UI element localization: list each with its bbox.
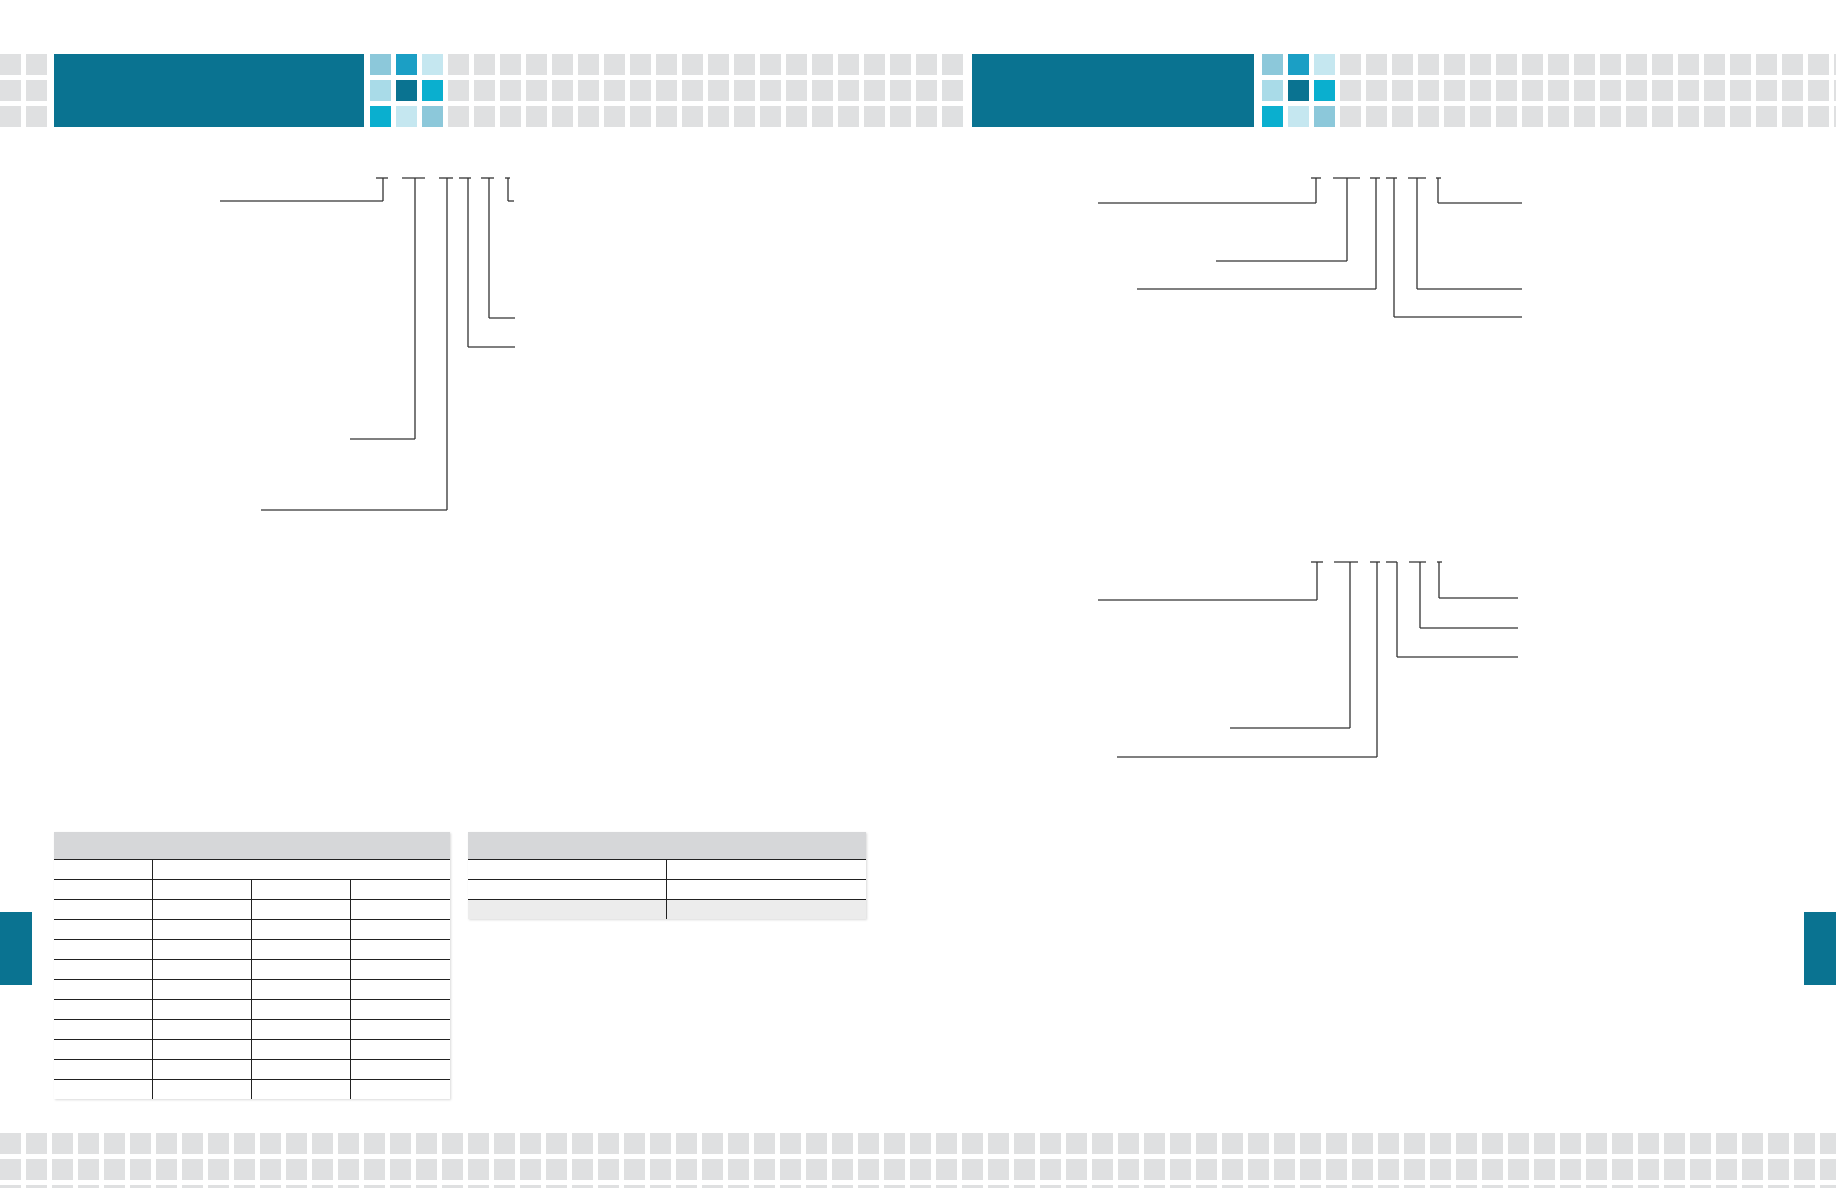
left-side-tab bbox=[0, 912, 32, 985]
top-pattern-right bbox=[1340, 54, 1836, 127]
table-cell bbox=[252, 1040, 351, 1059]
table-cell bbox=[351, 900, 450, 919]
table-cell bbox=[153, 1080, 252, 1099]
table-header bbox=[468, 832, 866, 859]
table-cell bbox=[153, 940, 252, 959]
table-cell bbox=[252, 1000, 351, 1019]
table-cell bbox=[54, 880, 153, 899]
table-cell bbox=[153, 1040, 252, 1059]
table-cell bbox=[54, 1020, 153, 1039]
table-row bbox=[468, 880, 866, 900]
table-row bbox=[54, 1040, 450, 1060]
table-row bbox=[54, 1000, 450, 1020]
table-cell bbox=[54, 920, 153, 939]
table-cell bbox=[153, 980, 252, 999]
table-row bbox=[54, 1060, 450, 1080]
table-row bbox=[54, 859, 450, 880]
table-cell bbox=[54, 860, 153, 879]
table-cell bbox=[351, 960, 450, 979]
left-small-table bbox=[468, 832, 866, 919]
right-side-tab bbox=[1804, 912, 1836, 985]
table-cell bbox=[54, 980, 153, 999]
left-code-diagram bbox=[220, 177, 515, 511]
table-cell bbox=[153, 860, 450, 879]
table-cell bbox=[54, 1060, 153, 1079]
table-row bbox=[54, 980, 450, 1000]
table-row bbox=[54, 880, 450, 900]
table-cell bbox=[351, 1080, 450, 1099]
table-cell bbox=[252, 960, 351, 979]
table-header bbox=[54, 832, 450, 859]
table-cell bbox=[252, 1020, 351, 1039]
table-cell bbox=[252, 980, 351, 999]
table-cell bbox=[153, 1020, 252, 1039]
table-cell bbox=[54, 1080, 153, 1099]
right-page-header bbox=[972, 54, 1254, 127]
table-cell bbox=[351, 1020, 450, 1039]
table-cell bbox=[351, 1040, 450, 1059]
table-cell bbox=[252, 900, 351, 919]
table-cell bbox=[667, 860, 866, 879]
table-cell bbox=[351, 980, 450, 999]
table-cell bbox=[153, 900, 252, 919]
left-main-table bbox=[54, 832, 450, 1099]
table-cell bbox=[252, 880, 351, 899]
table-cell bbox=[153, 1060, 252, 1079]
table-cell bbox=[351, 920, 450, 939]
table-cell bbox=[351, 1000, 450, 1019]
bottom-pattern bbox=[0, 1133, 1836, 1188]
left-page-header bbox=[54, 54, 364, 127]
right-code-diagram-top bbox=[1098, 177, 1522, 318]
table-cell bbox=[54, 1040, 153, 1059]
table-cell bbox=[468, 900, 667, 919]
table-row bbox=[468, 900, 866, 919]
table-cell bbox=[54, 960, 153, 979]
table-cell bbox=[153, 880, 252, 899]
table-cell bbox=[252, 920, 351, 939]
table-cell bbox=[667, 900, 866, 919]
table-cell bbox=[54, 900, 153, 919]
table-cell bbox=[153, 960, 252, 979]
table-row bbox=[54, 940, 450, 960]
table-row bbox=[54, 920, 450, 940]
table-row bbox=[468, 859, 866, 880]
table-row bbox=[54, 1080, 450, 1099]
table-cell bbox=[252, 1060, 351, 1079]
table-cell bbox=[351, 940, 450, 959]
table-row bbox=[54, 900, 450, 920]
table-cell bbox=[153, 920, 252, 939]
right-code-diagram-bottom bbox=[1098, 561, 1518, 758]
table-cell bbox=[667, 880, 866, 899]
top-pattern-middle bbox=[448, 54, 968, 127]
table-cell bbox=[351, 1060, 450, 1079]
table-row bbox=[54, 1020, 450, 1040]
table-cell bbox=[351, 880, 450, 899]
table-row bbox=[54, 960, 450, 980]
table-cell bbox=[468, 860, 667, 879]
top-pattern-left bbox=[0, 54, 50, 127]
table-cell bbox=[252, 1080, 351, 1099]
table-cell bbox=[468, 880, 667, 899]
table-cell bbox=[54, 1000, 153, 1019]
table-cell bbox=[54, 940, 153, 959]
table-cell bbox=[252, 940, 351, 959]
table-cell bbox=[153, 1000, 252, 1019]
